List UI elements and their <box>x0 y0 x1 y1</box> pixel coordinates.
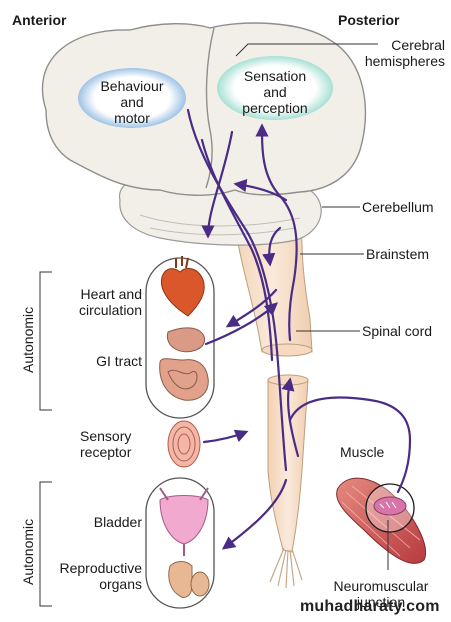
motor-line: motor <box>114 110 150 126</box>
spinal-cord-cut-lower <box>267 374 309 386</box>
autonomic-upper-label: Autonomic <box>20 306 36 373</box>
posterior-label: Posterior <box>338 12 400 28</box>
brainstem-label: Brainstem <box>366 246 430 262</box>
and-line: and <box>120 94 144 110</box>
reproductive-organs-icon <box>168 561 210 599</box>
hemispheres-line: hemispheres <box>364 53 445 69</box>
cauda-equina <box>269 547 303 589</box>
leader-lines <box>235 43 389 570</box>
gi-tract-icon <box>159 327 209 401</box>
autonomic-bracket-lower <box>39 481 52 607</box>
sensation-perception-label: Sensation and perception <box>233 68 317 116</box>
muscle-icon <box>336 477 426 564</box>
spinal-cord-label: Spinal cord <box>362 323 433 339</box>
heart-and-line: Heart and <box>80 286 142 302</box>
sensation-line: Sensation <box>243 68 307 84</box>
spinal-cord-cut-upper <box>261 343 313 357</box>
cerebral-line: Cerebral <box>391 37 445 53</box>
junction-line: junction <box>356 594 406 610</box>
circulation-line: circulation <box>78 302 142 318</box>
neural-pathways <box>186 108 412 550</box>
perception-line: perception <box>242 100 308 116</box>
autonomic-bracket-upper <box>39 271 52 411</box>
bladder-label: Bladder <box>93 514 142 530</box>
receptor-line: receptor <box>80 444 132 460</box>
behaviour-motor-region <box>78 68 186 128</box>
cerebral-hemispheres-label: Cerebral hemispheres <box>345 37 445 69</box>
reproductive-organs-label: Reproductive organs <box>40 560 143 592</box>
heart-icon <box>160 256 205 317</box>
watermark: muhadharaty.com <box>300 598 440 615</box>
bladder-icon <box>159 487 209 556</box>
autonomic-lower-label: Autonomic <box>20 518 36 585</box>
behaviour-line: Behaviour <box>100 78 164 94</box>
sensation-perception-region <box>217 56 333 120</box>
and-line: and <box>263 84 287 100</box>
neuromuscular-line: Neuromuscular <box>333 578 429 594</box>
sensory-receptor-icon <box>167 420 201 468</box>
spinal-cord-lower <box>267 379 309 553</box>
cerebellum-label: Cerebellum <box>362 199 434 215</box>
sensory-line: Sensory <box>80 428 132 444</box>
neuromuscular-junction-label: Neuromuscular junction <box>326 578 436 610</box>
gi-tract-label: GI tract <box>96 353 142 369</box>
anterior-label: Anterior <box>12 12 67 28</box>
heart-circulation-label: Heart and circulation <box>58 286 142 318</box>
muscle-label: Muscle <box>340 444 385 460</box>
sensory-receptor-label: Sensory receptor <box>80 428 131 460</box>
organs-line: organs <box>99 576 142 592</box>
neuromuscular-junction-icon <box>373 496 407 516</box>
behaviour-motor-label: Behaviour and motor <box>92 78 172 126</box>
reproductive-line: Reproductive <box>59 560 143 576</box>
